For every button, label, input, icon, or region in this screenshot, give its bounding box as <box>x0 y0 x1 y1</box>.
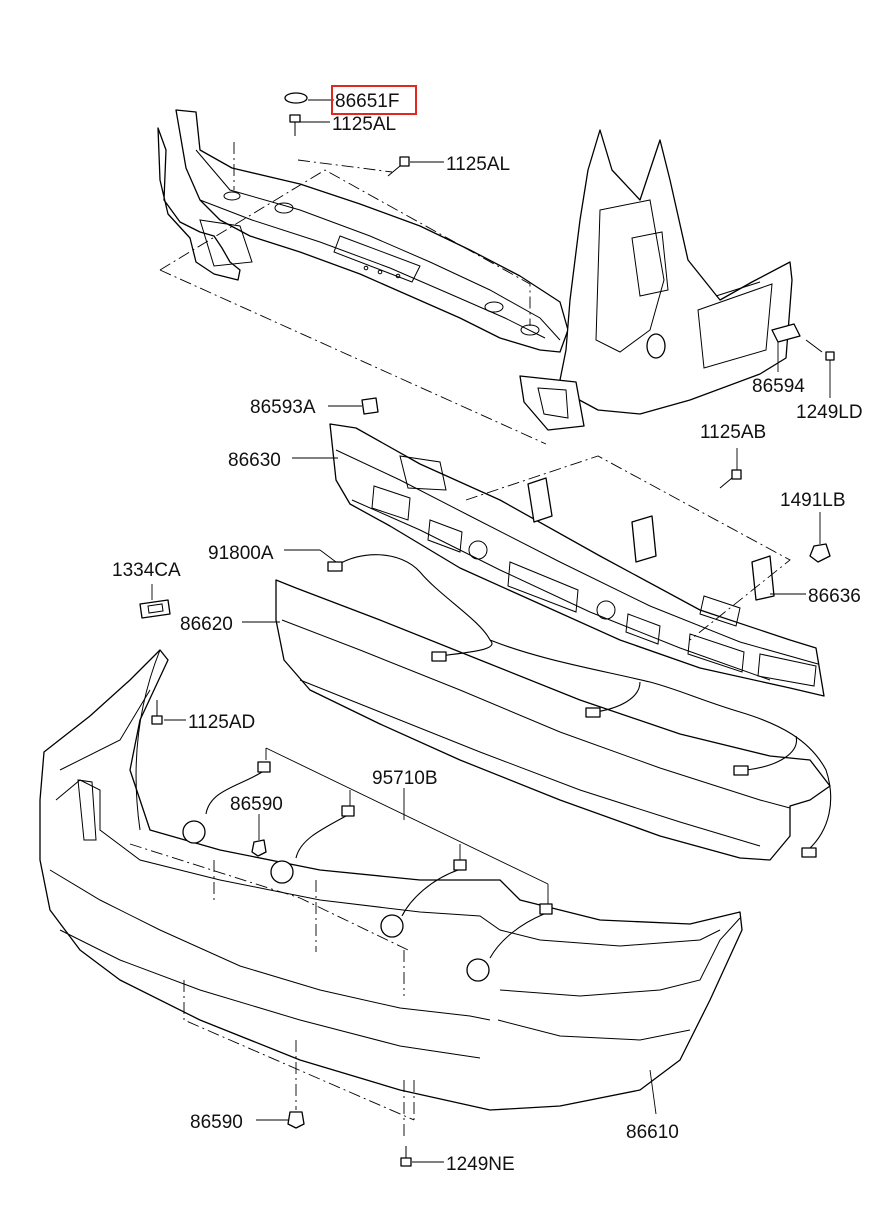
label-1334CA: 1334CA <box>112 560 181 581</box>
bracket-left <box>527 477 553 523</box>
wiring-harness-91800A <box>327 554 832 858</box>
plug-86651F <box>284 92 308 104</box>
screw-1249NE <box>400 1146 412 1167</box>
nut-1491LB <box>809 543 831 563</box>
label-1125AD: 1125AD <box>188 712 255 733</box>
bracket-86594 <box>771 323 801 343</box>
label-86636: 86636 <box>808 586 861 607</box>
bolt-1125AD <box>151 700 163 725</box>
label-1125AB: 1125AB <box>700 422 766 443</box>
bolt-1125AL-a <box>289 114 301 136</box>
label-1125AL-b: 1125AL <box>446 154 510 175</box>
bumper-absorber-86620 <box>275 579 831 861</box>
parking-sensors-95710B <box>182 747 553 982</box>
label-86594: 86594 <box>752 376 805 397</box>
label-1249NE: 1249NE <box>446 1154 515 1175</box>
label-86593A: 86593A <box>250 397 316 418</box>
bumper-cover-86610 <box>39 649 743 1111</box>
label-1125AL-a: 1125AL <box>332 114 396 135</box>
label-86610: 86610 <box>626 1122 679 1143</box>
bracket-86636 <box>751 555 775 601</box>
bracket-mid <box>631 515 657 563</box>
label-1249LD: 1249LD <box>796 402 863 423</box>
retainer-1334CA <box>139 599 171 619</box>
clip-86590-b <box>287 1111 305 1129</box>
rear-body-panel <box>157 109 793 431</box>
bolt-1125AL-b <box>387 156 410 177</box>
label-91800A: 91800A <box>208 543 274 564</box>
label-86620: 86620 <box>180 614 233 635</box>
clip-86590-a <box>251 839 267 857</box>
label-86651F: 86651F <box>335 91 399 112</box>
bolt-1125AB <box>719 469 742 489</box>
screw-1249LD <box>805 339 835 361</box>
label-86630: 86630 <box>228 450 281 471</box>
bumper-beam-86630 <box>329 423 825 697</box>
label-95710B: 95710B <box>372 768 438 789</box>
part-highlight-box <box>331 85 417 115</box>
clip-86593A <box>361 397 379 415</box>
label-86590-b: 86590 <box>190 1112 243 1133</box>
label-1491LB: 1491LB <box>780 490 846 511</box>
label-86590-a: 86590 <box>230 794 283 815</box>
